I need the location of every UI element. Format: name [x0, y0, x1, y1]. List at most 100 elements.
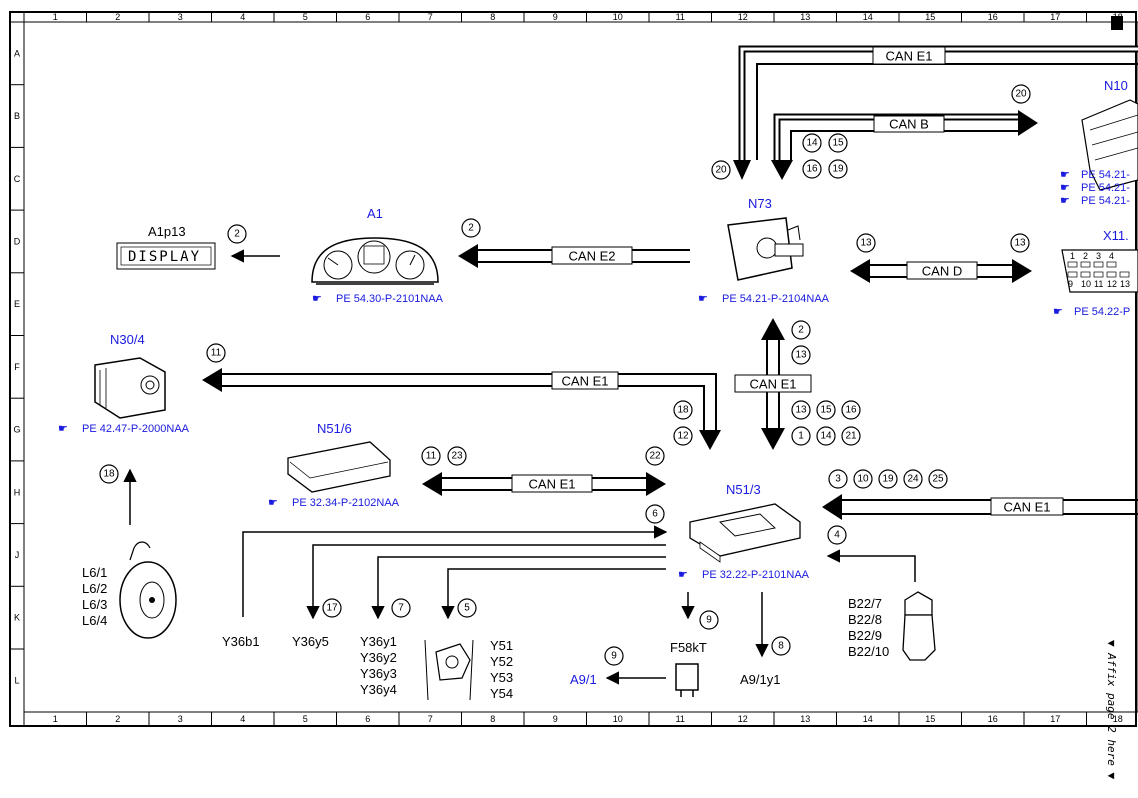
ref-x11: PE 54.22-P — [1074, 306, 1130, 318]
grid-column-label: 15 — [925, 714, 935, 724]
ref-icon-n51-3: ☛ — [678, 569, 688, 581]
grid-column-label: 12 — [738, 12, 748, 22]
grid-row-label: C — [14, 174, 21, 184]
grid-column-label: 16 — [988, 12, 998, 22]
signal-number: 1 — [798, 431, 804, 442]
can-b-line-2 — [790, 130, 1018, 160]
grid-column-label: 16 — [988, 714, 998, 724]
label-b22-9: B22/9 — [848, 628, 882, 643]
arrowhead-up-vertical — [761, 318, 785, 340]
can-e1-right-line — [840, 499, 1138, 515]
grid-column-label: 11 — [676, 12, 685, 22]
signal-number-circle: 16 — [841, 400, 861, 420]
grid-column-label: 2 — [115, 12, 120, 22]
control-unit-n51-6-icon — [287, 441, 391, 493]
label-y53: Y53 — [490, 670, 513, 685]
grid-row-label: H — [14, 487, 21, 497]
signal-number: 11 — [211, 348, 222, 359]
grid-column-label: 4 — [240, 12, 245, 22]
label-y36y2: Y36y2 — [360, 650, 397, 665]
inner-frame — [23, 21, 1138, 713]
signal-number-circle: 20 — [711, 160, 731, 180]
signal-number-circle: 5 — [457, 598, 477, 618]
can-e2-label-box — [551, 246, 633, 265]
grid-column-label: 15 — [925, 12, 935, 22]
signal-number: 13 — [795, 350, 807, 361]
wire-b22 — [826, 549, 916, 582]
label-a9-1y1: A9/1y1 — [740, 672, 780, 687]
control-unit-n51-3-icon — [689, 503, 801, 563]
x11-pin — [1093, 261, 1104, 268]
grid-column-label: 9 — [553, 714, 558, 724]
can-e1-top-label: CAN E1 — [886, 49, 933, 64]
signal-number: 13 — [795, 405, 807, 416]
grid-column-label: 1 — [53, 12, 58, 22]
label-y52: Y52 — [490, 654, 513, 669]
ref-n30-4: PE 42.47-P-2000NAA — [82, 423, 190, 435]
signal-number: 19 — [832, 164, 844, 175]
arrowhead-down-20 — [733, 160, 751, 180]
label-b22-10: B22/10 — [848, 644, 889, 659]
x11-pin — [1093, 271, 1104, 278]
ref-icon-n30-4: ☛ — [58, 423, 68, 435]
ref-icon-n51-6: ☛ — [268, 497, 278, 509]
diagnostic-connector-icon — [1061, 249, 1138, 293]
arrowhead-left-cand — [850, 259, 870, 283]
arrowhead-right-cand — [1012, 259, 1032, 283]
arrowhead-left-n30 — [202, 368, 222, 392]
signal-number-circle: 3 — [828, 469, 848, 489]
ref-icon-n73: ☛ — [698, 293, 708, 305]
can-e1-right-label: CAN E1 — [1004, 500, 1051, 515]
wheel-speed-sensor-icon — [119, 541, 177, 639]
label-b22-8: B22/8 — [848, 612, 882, 627]
grid-column-markers: 1122334455667788991010111112121313141415… — [23, 12, 1123, 726]
grid-column-label: 14 — [863, 714, 873, 724]
label-b22-7: B22/7 — [848, 596, 882, 611]
signal-number: 7 — [398, 603, 404, 614]
arrowhead-right-n51-6 — [646, 472, 666, 496]
signal-number: 13 — [860, 238, 872, 249]
grid-column-label: 18 — [1113, 714, 1123, 724]
grid-column-label: 6 — [365, 714, 370, 724]
x11-pin-label: 2 — [1083, 251, 1088, 261]
signal-number-circle: 8 — [771, 636, 791, 656]
pressure-sensor-icon — [902, 591, 936, 661]
x11-pin-label: 12 — [1107, 279, 1117, 289]
signal-number-circle: 1 — [791, 426, 811, 446]
arrowhead-right-canb — [1018, 110, 1038, 136]
sam-module-icon — [1081, 99, 1138, 191]
can-e1-n30-label-box — [551, 371, 619, 390]
grid-column-label: 12 — [738, 714, 748, 724]
x11-pin — [1080, 271, 1091, 278]
ref-a1: PE 54.30-P-2101NAA — [336, 293, 444, 305]
signal-number-circle: 7 — [391, 598, 411, 618]
grid-column-label: 7 — [428, 12, 433, 22]
can-e1-n30-line — [222, 373, 717, 432]
grid-row-label: E — [14, 299, 20, 309]
signal-number: 20 — [715, 165, 727, 176]
ref-n51-6: PE 32.34-P-2102NAA — [292, 497, 400, 509]
label-l6-1: L6/1 — [82, 565, 107, 580]
signal-number-circle: 15 — [828, 133, 848, 153]
grid-row-label: D — [14, 236, 21, 246]
label-y36y1: Y36y1 — [360, 634, 397, 649]
signal-number: 2 — [798, 325, 804, 336]
wire-y36y5 — [306, 544, 666, 620]
grid-column-label: 9 — [553, 12, 558, 22]
grid-column-label: 3 — [178, 714, 183, 724]
signal-number: 16 — [806, 164, 818, 175]
arrowhead-left-n51-6 — [422, 472, 442, 496]
grid-column-label: 2 — [115, 714, 120, 724]
grid-row-label: F — [14, 362, 20, 372]
signal-number-circle: 22 — [645, 446, 665, 466]
signal-number-circle: 13 — [1010, 233, 1030, 253]
signal-number-circle: 18 — [673, 400, 693, 420]
signal-number: 24 — [907, 474, 919, 485]
x11-pin — [1067, 271, 1078, 278]
label-n30-4: N30/4 — [110, 332, 145, 347]
signal-number-circle: 16 — [802, 159, 822, 179]
signal-number: 9 — [706, 615, 712, 626]
grid-column-label: 8 — [490, 714, 495, 724]
arrowhead-left-right-can — [822, 494, 842, 520]
x11-pin-label: 1 — [1070, 251, 1075, 261]
